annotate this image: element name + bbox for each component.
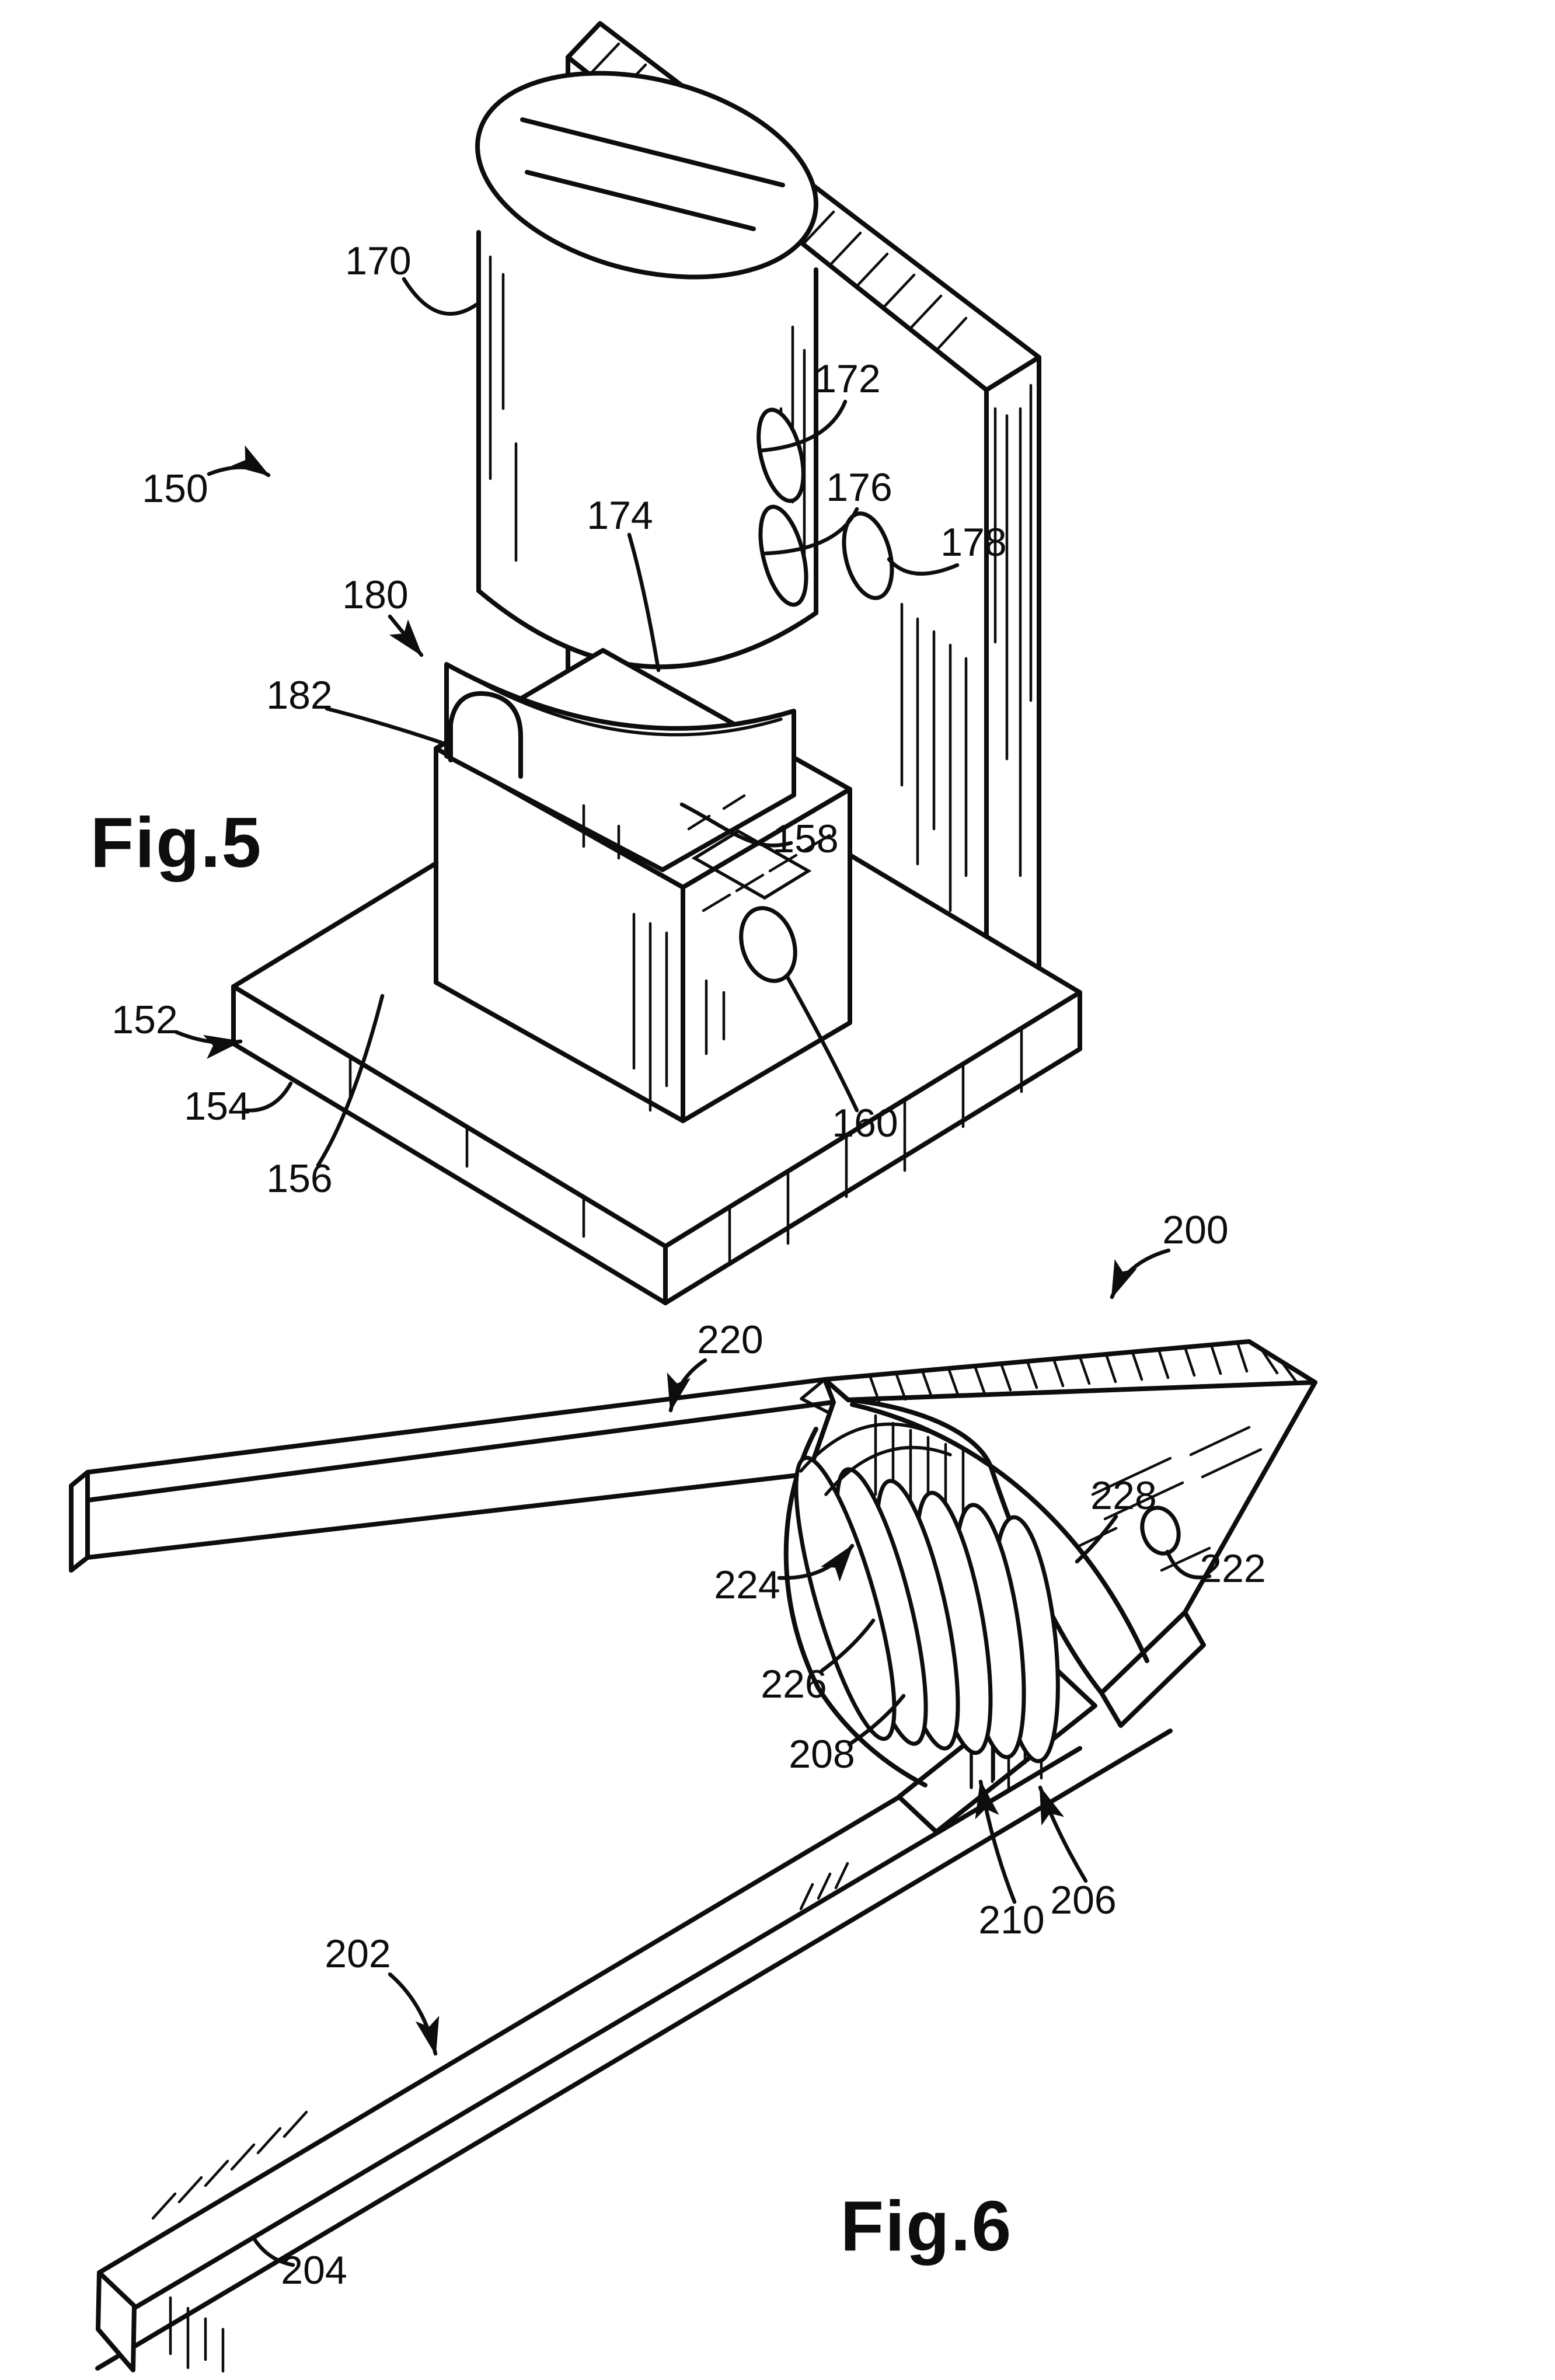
ref-label-180: 180 bbox=[342, 573, 408, 617]
base-plate-right-face bbox=[663, 990, 1082, 1305]
leader-150 bbox=[207, 445, 271, 478]
bar-bottom-edge bbox=[95, 1729, 1173, 2371]
ref-label-160: 160 bbox=[832, 1101, 898, 1145]
coil-top-cross-2 bbox=[824, 1445, 952, 1496]
leader-204 bbox=[252, 2237, 295, 2267]
leader-222 bbox=[1165, 1549, 1212, 1580]
saddle-lip-inner bbox=[461, 671, 783, 737]
hatch-plate-right bbox=[993, 384, 1033, 877]
ref-label-206: 206 bbox=[1050, 1878, 1116, 1922]
bar-end-face bbox=[96, 2270, 137, 2372]
fig6-caption: Fig.6 bbox=[841, 2186, 1013, 2266]
leader-228 bbox=[1075, 1514, 1118, 1564]
leader-210 bbox=[975, 1779, 1017, 1904]
slot-158 bbox=[691, 829, 812, 900]
fig6-annotations: 200 220 224 226 208 228 222 210 206 202 … bbox=[252, 1208, 1266, 2292]
head-notch bbox=[800, 1378, 831, 1414]
cylinder-bottom-arc bbox=[476, 588, 818, 670]
ref-label-178: 178 bbox=[940, 520, 1006, 564]
ref-label-228: 228 bbox=[1090, 1473, 1156, 1518]
hub-silhouette bbox=[783, 1427, 928, 1787]
ref-label-220: 220 bbox=[697, 1318, 763, 1362]
leader-160 bbox=[785, 974, 859, 1113]
ref-label-204: 204 bbox=[281, 2248, 347, 2292]
ref-label-182: 182 bbox=[266, 673, 332, 717]
head-bottom-chamfer bbox=[1099, 1610, 1206, 1728]
leader-170 bbox=[402, 277, 479, 316]
ref-label-202: 202 bbox=[325, 1932, 391, 1976]
hole-160 bbox=[739, 906, 797, 983]
coil-top-cross-1 bbox=[799, 1422, 930, 1473]
hatch-block156 bbox=[632, 834, 831, 1112]
leader-156 bbox=[316, 994, 385, 1168]
fig6-drawing: 200 220 224 226 208 228 222 210 206 202 … bbox=[69, 1208, 1317, 2373]
cylinder-top-face bbox=[475, 71, 818, 280]
leader-224 bbox=[777, 1543, 855, 1582]
hatch-bearing-block bbox=[582, 794, 746, 860]
leader-220 bbox=[667, 1358, 707, 1413]
ref-label-176: 176 bbox=[826, 465, 892, 510]
bar-top-edge bbox=[97, 1708, 1047, 2275]
leader-226 bbox=[820, 1618, 876, 1673]
ref-label-170: 170 bbox=[345, 239, 411, 283]
cylinder-body-fill bbox=[479, 215, 816, 667]
leader-172 bbox=[758, 399, 848, 453]
ref-label-224: 224 bbox=[714, 1563, 780, 1607]
leader-174 bbox=[627, 532, 661, 672]
hatch-bar bbox=[151, 1862, 849, 2373]
leader-154 bbox=[243, 1081, 293, 1113]
ref-label-174: 174 bbox=[587, 493, 653, 538]
leader-152 bbox=[174, 1030, 243, 1059]
ref-label-150: 150 bbox=[142, 466, 208, 511]
coil-spring bbox=[783, 1422, 1060, 1787]
hatch-head-top bbox=[868, 1341, 1298, 1403]
ref-label-158: 158 bbox=[772, 817, 838, 861]
leader-176 bbox=[763, 507, 859, 556]
bar-202 bbox=[95, 1708, 1173, 2373]
hatch-head-right bbox=[1075, 1426, 1263, 1572]
head-front-face bbox=[846, 1380, 1317, 1695]
ref-label-210: 210 bbox=[978, 1898, 1044, 1942]
ref-label-172: 172 bbox=[814, 357, 880, 401]
fig5-drawing: 170 150 172 174 176 178 180 182 158 152 … bbox=[90, 21, 1082, 1305]
arm-end-face bbox=[69, 1470, 90, 1573]
hole-172 bbox=[756, 407, 806, 503]
fig5-annotations: 170 150 172 174 176 178 180 182 158 152 … bbox=[90, 239, 1007, 1201]
ref-label-152: 152 bbox=[111, 998, 177, 1042]
hole-176 bbox=[758, 504, 808, 607]
hole-178 bbox=[842, 511, 894, 600]
hatch-base-plate bbox=[348, 1026, 1023, 1263]
cylinder-slot-line-1 bbox=[520, 117, 785, 187]
ref-label-222: 222 bbox=[1200, 1546, 1265, 1591]
notch-182 bbox=[448, 691, 523, 779]
leader-158 bbox=[679, 802, 793, 848]
ref-label-200: 200 bbox=[1162, 1208, 1228, 1252]
leader-182 bbox=[325, 706, 444, 745]
ref-label-208: 208 bbox=[789, 1732, 855, 1776]
ref-label-156: 156 bbox=[266, 1156, 332, 1201]
leader-178 bbox=[887, 557, 960, 576]
lever-arm bbox=[69, 1377, 836, 1573]
leader-202 bbox=[388, 1972, 440, 2056]
cylinder-slot-line-2 bbox=[525, 170, 756, 231]
ref-label-226: 226 bbox=[761, 1662, 827, 1706]
leader-208 bbox=[847, 1693, 906, 1747]
coil-loop-1 bbox=[794, 1455, 897, 1741]
fig5-caption: Fig.5 bbox=[90, 803, 263, 882]
leader-200 bbox=[1110, 1248, 1171, 1299]
leader-180 bbox=[388, 614, 424, 657]
bar-front-top-edge bbox=[134, 1746, 1082, 2309]
leader-206 bbox=[1038, 1785, 1088, 1883]
ref-label-154: 154 bbox=[184, 1084, 250, 1128]
head-shoulder-arc bbox=[850, 1402, 1149, 1663]
hatch-cylinder bbox=[489, 255, 806, 574]
cylinder bbox=[475, 71, 894, 670]
